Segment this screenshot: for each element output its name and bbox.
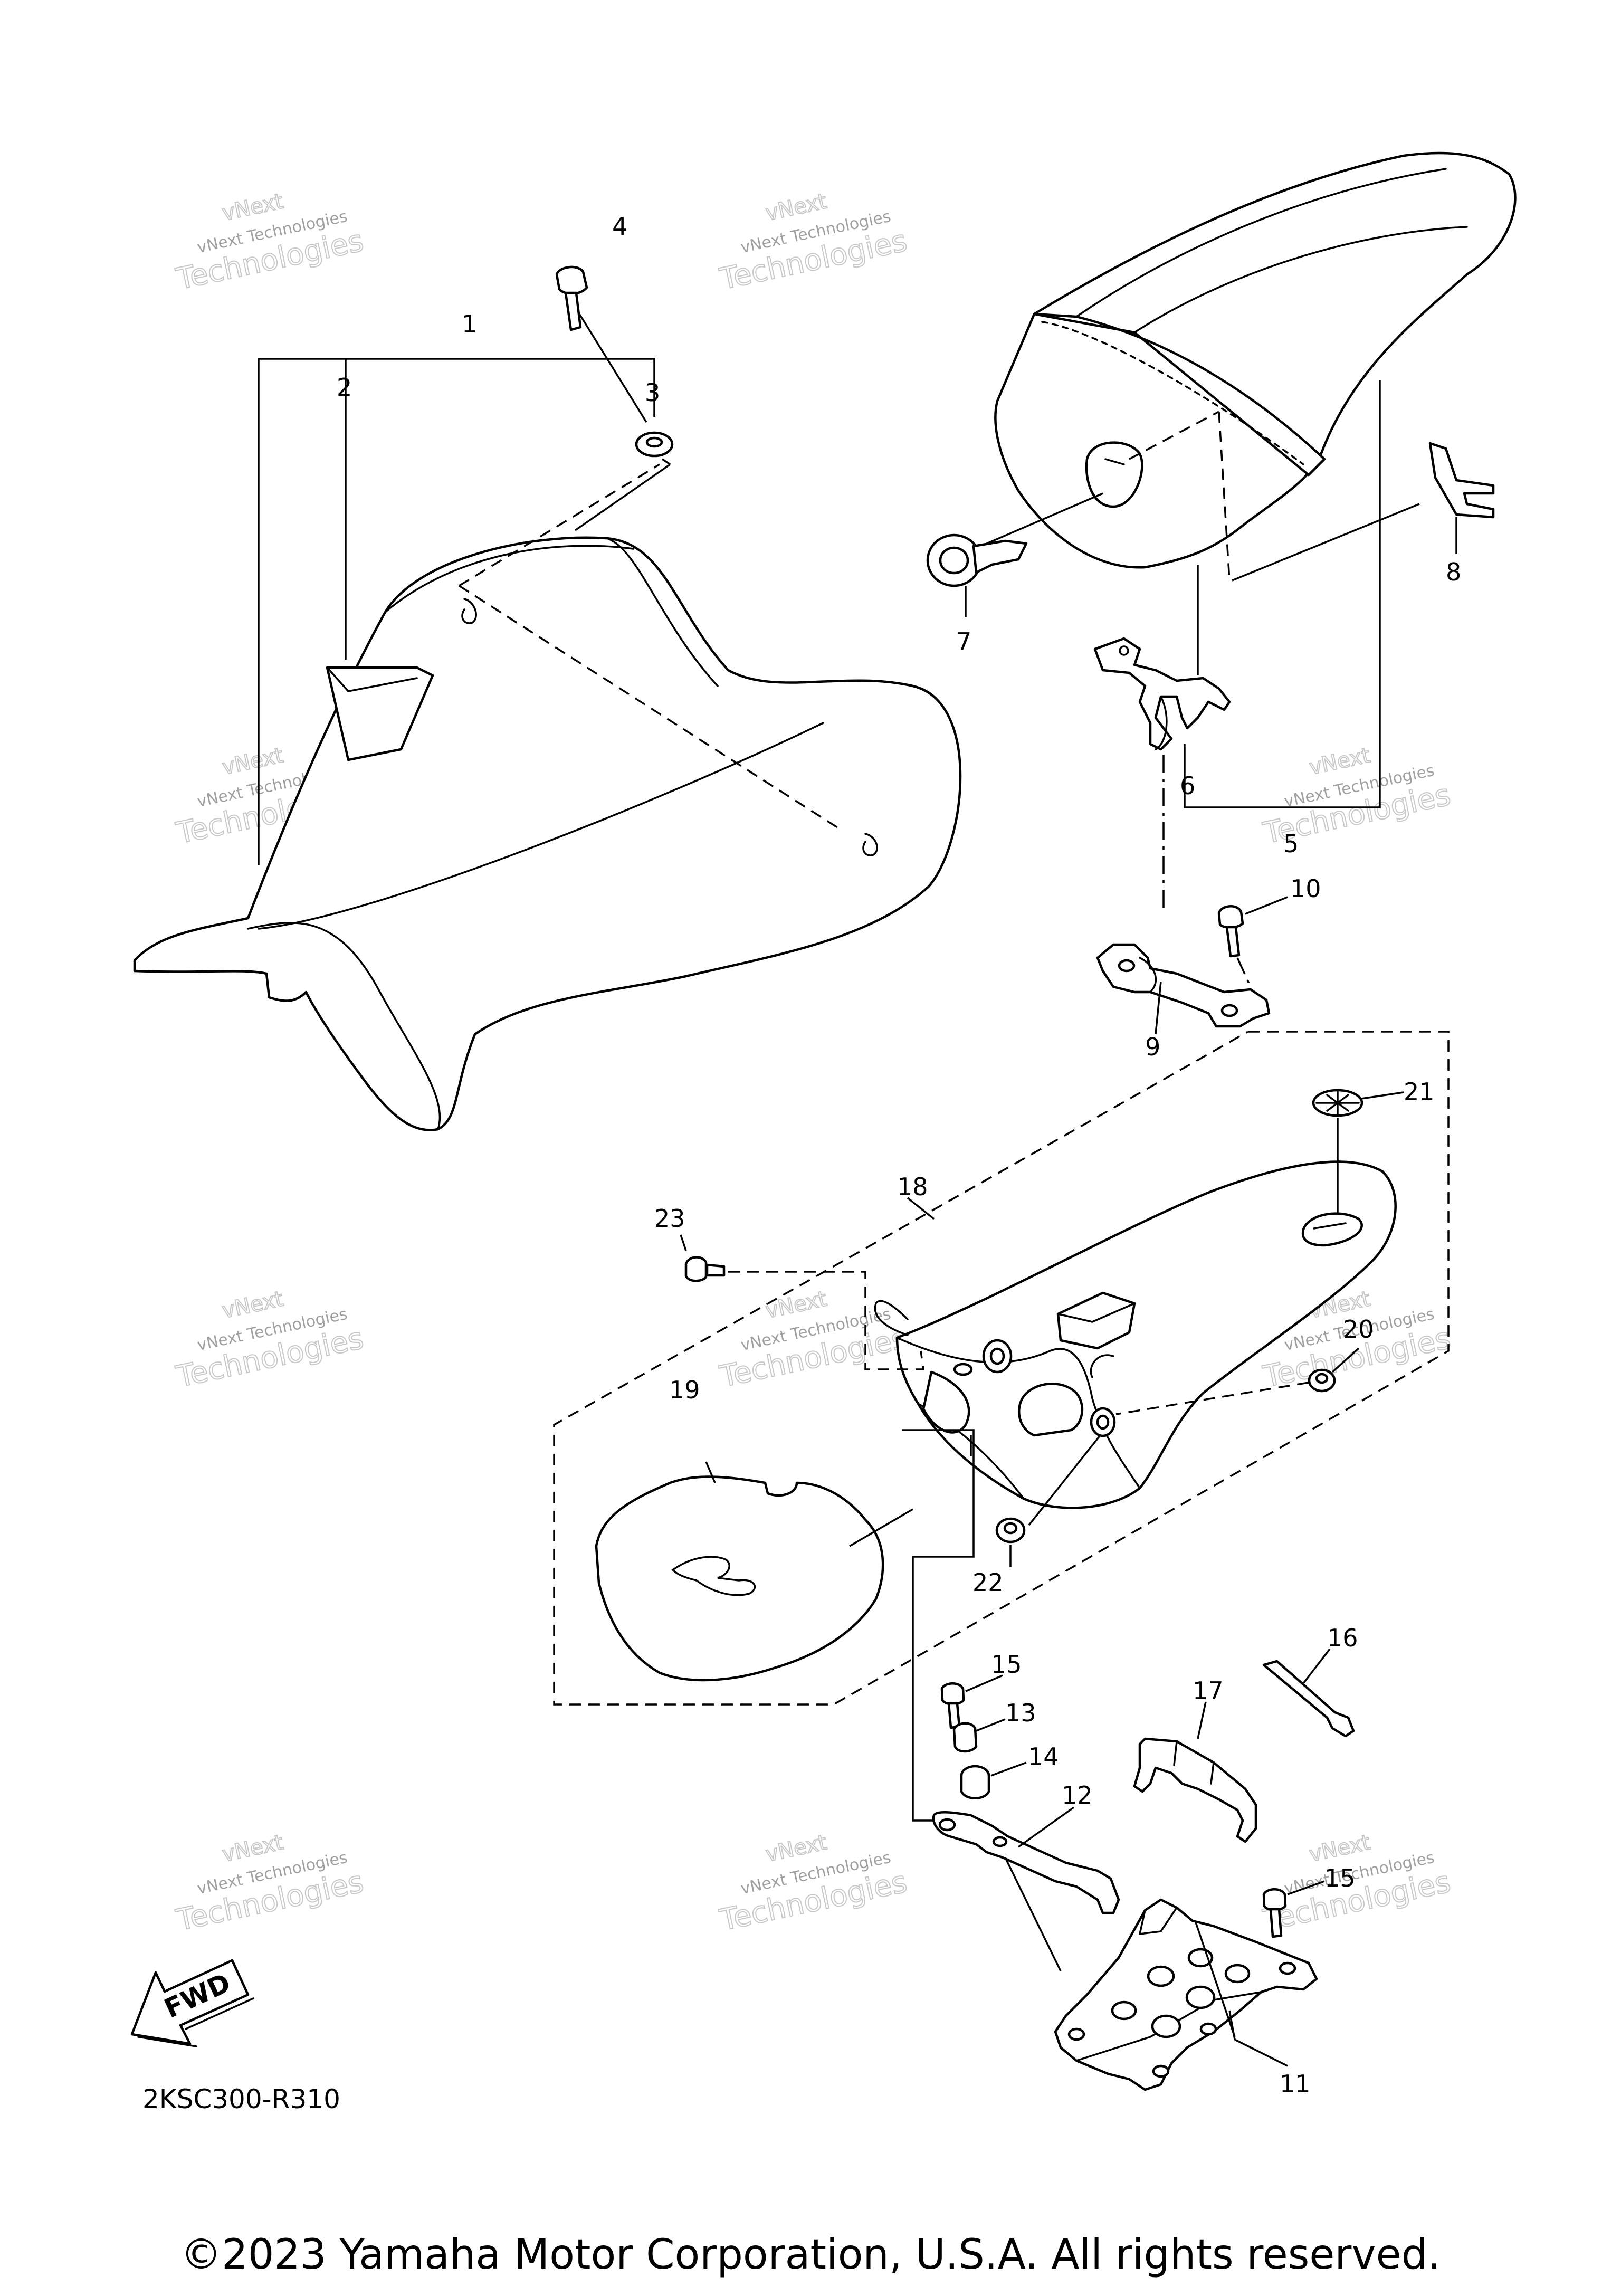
watermark: vNext vNext Technologies Technologies <box>173 1286 367 1395</box>
watermark: vNext vNext Technologies Technologies <box>716 1286 910 1395</box>
part-number-13: 13 <box>1005 1699 1036 1727</box>
watermark: vNext vNext Technologies Technologies <box>173 188 367 297</box>
fwd-arrow-icon: FWD <box>130 1959 254 2047</box>
part-number-11: 11 <box>1280 2070 1311 2098</box>
bolt <box>555 265 647 423</box>
copyright-notice: ©2023 Yamaha Motor Corporation, U.S.A. A… <box>180 2231 1441 2279</box>
part-number-6: 6 <box>1180 771 1195 800</box>
seat-hook <box>1093 637 1231 908</box>
cable-tie <box>1262 1648 1355 1738</box>
watermark-vnext: vNext <box>220 1287 285 1323</box>
collar <box>952 1718 1006 1753</box>
watermark: vNext vNext Technologies Technologies <box>173 1830 367 1938</box>
diagram-code: 2KSC300-R310 <box>142 2084 340 2114</box>
mounting-lines <box>902 1429 975 1822</box>
washer <box>995 1434 1101 1567</box>
battery-holder <box>1054 1898 1318 2091</box>
clip <box>1232 442 1495 582</box>
part-number-14: 14 <box>1028 1742 1059 1771</box>
part-number-21: 21 <box>1404 1078 1435 1106</box>
watermark-vnext: vNext <box>220 1830 285 1866</box>
watermark-vnext: vNext <box>764 189 829 225</box>
rear-cover <box>874 1160 1397 1509</box>
part-number-23: 23 <box>654 1204 685 1233</box>
watermark-vnext: vNext <box>764 1830 829 1866</box>
part-number-7: 7 <box>956 627 971 656</box>
watermark: vNext vNext Technologies Technologies <box>716 188 910 297</box>
part-number-5: 5 <box>1283 830 1299 858</box>
seat-assembly-bracket <box>258 358 655 865</box>
pillion-seat <box>994 151 1517 581</box>
seat-lock <box>926 492 1103 617</box>
watermark: vNext vNext Technologies Technologies <box>1260 742 1454 851</box>
part-number-15-upper: 15 <box>991 1650 1022 1679</box>
stay <box>932 1806 1120 1971</box>
part-number-9: 9 <box>1145 1033 1160 1061</box>
part-number-16: 16 <box>1327 1624 1358 1652</box>
part-number-20: 20 <box>1343 1315 1374 1344</box>
part-number-22: 22 <box>972 1568 1004 1597</box>
part-number-15-lower: 15 <box>1324 1864 1356 1892</box>
part-number-12: 12 <box>1062 1781 1093 1809</box>
holder <box>1133 1701 1257 1843</box>
watermark-vnext: vNext <box>1307 743 1372 779</box>
watermark-vnext: vNext <box>220 189 285 225</box>
cap <box>1312 1089 1404 1214</box>
watermark-vnext: vNext <box>220 743 285 779</box>
screw <box>680 1234 925 1370</box>
watermark: vNext vNext Technologies Technologies <box>716 1830 910 1938</box>
damper <box>960 1761 1027 1799</box>
part-number-8: 8 <box>1446 558 1461 586</box>
seat-cowl <box>595 1461 913 1682</box>
part-number-3: 3 <box>645 378 660 407</box>
part-number-4: 4 <box>612 212 627 241</box>
lock-bracket <box>1096 943 1271 1035</box>
nut <box>1115 1347 1360 1415</box>
watermark-vnext: vNext <box>1307 1830 1372 1866</box>
part-number-18: 18 <box>897 1173 928 1201</box>
part-callouts: 1 2 3 4 5 6 7 8 9 10 11 12 13 14 15 15 1… <box>337 212 1461 2098</box>
part-number-2: 2 <box>337 373 352 402</box>
part-number-19: 19 <box>669 1376 700 1404</box>
part-number-1: 1 <box>462 310 477 338</box>
watermark-vnext: vNext <box>764 1287 829 1323</box>
bolt <box>1217 896 1288 987</box>
washer <box>575 431 674 531</box>
part-number-10: 10 <box>1290 874 1321 903</box>
rear-cover-assembly <box>553 1031 1450 1706</box>
bolt <box>940 1674 1003 1729</box>
part-number-17: 17 <box>1193 1676 1224 1705</box>
rider-seat <box>133 463 962 1131</box>
bolt <box>1262 1880 1325 1938</box>
pillion-seat-bracket <box>1184 380 1381 808</box>
